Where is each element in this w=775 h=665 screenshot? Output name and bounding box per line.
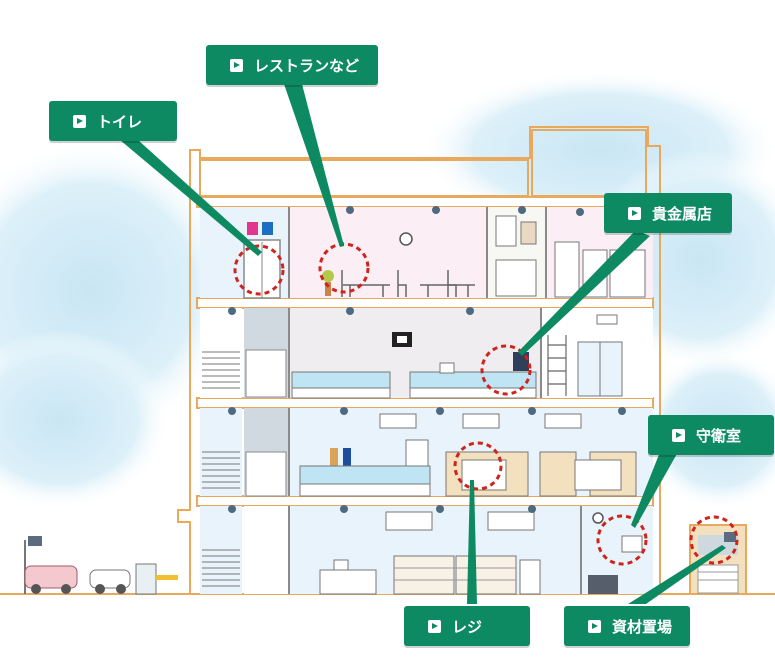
callout-storage[interactable]: 資材置場 bbox=[564, 606, 690, 646]
callout-label: レジ bbox=[452, 617, 483, 636]
callout-toilet[interactable]: トイレ bbox=[49, 101, 177, 141]
arrow-right-icon bbox=[588, 619, 601, 633]
callout-label: 貴金属店 bbox=[652, 204, 713, 223]
floor-3 bbox=[200, 307, 653, 399]
arrow-right-icon bbox=[628, 206, 641, 220]
marker-register bbox=[453, 441, 503, 491]
arrow-right-icon bbox=[73, 114, 86, 128]
callout-label: 守衛室 bbox=[696, 426, 742, 445]
marker-restaurant bbox=[318, 242, 370, 294]
arrow-right-icon bbox=[230, 58, 243, 72]
callout-leaders bbox=[120, 84, 726, 604]
callout-label: 資材置場 bbox=[612, 617, 673, 636]
callout-label: レストランなど bbox=[254, 56, 360, 75]
location-markers bbox=[233, 242, 739, 566]
callout-label: トイレ bbox=[97, 112, 143, 131]
marker-storage bbox=[689, 515, 739, 565]
security-camera-icon bbox=[28, 536, 42, 546]
security-camera-icon bbox=[724, 532, 736, 542]
callout-guard[interactable]: 守衛室 bbox=[648, 415, 774, 455]
callout-jewelry[interactable]: 貴金属店 bbox=[604, 193, 732, 233]
floor-2 bbox=[200, 407, 653, 497]
floor-1 bbox=[200, 505, 653, 595]
street-scene bbox=[24, 536, 178, 595]
restroom-female-icon bbox=[247, 222, 258, 235]
restroom-male-icon bbox=[262, 222, 273, 235]
marker-guard bbox=[596, 514, 648, 566]
callout-restaurant[interactable]: レストランなど bbox=[206, 45, 378, 85]
marker-toilet bbox=[233, 244, 285, 296]
arrow-right-icon bbox=[428, 619, 441, 633]
callout-register[interactable]: レジ bbox=[404, 606, 530, 646]
wall-clock-icon bbox=[399, 232, 413, 246]
marker-jewelry bbox=[480, 344, 532, 396]
arrow-right-icon bbox=[672, 428, 685, 442]
wall-clock-icon bbox=[592, 512, 604, 524]
